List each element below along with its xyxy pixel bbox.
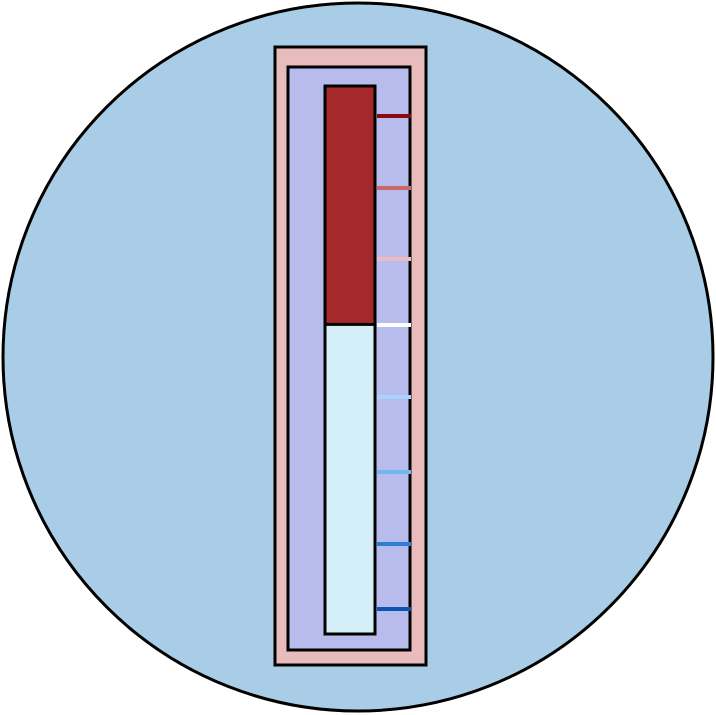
- gauge-filled-segment: [323, 84, 377, 326]
- tick-marks: [377, 114, 411, 611]
